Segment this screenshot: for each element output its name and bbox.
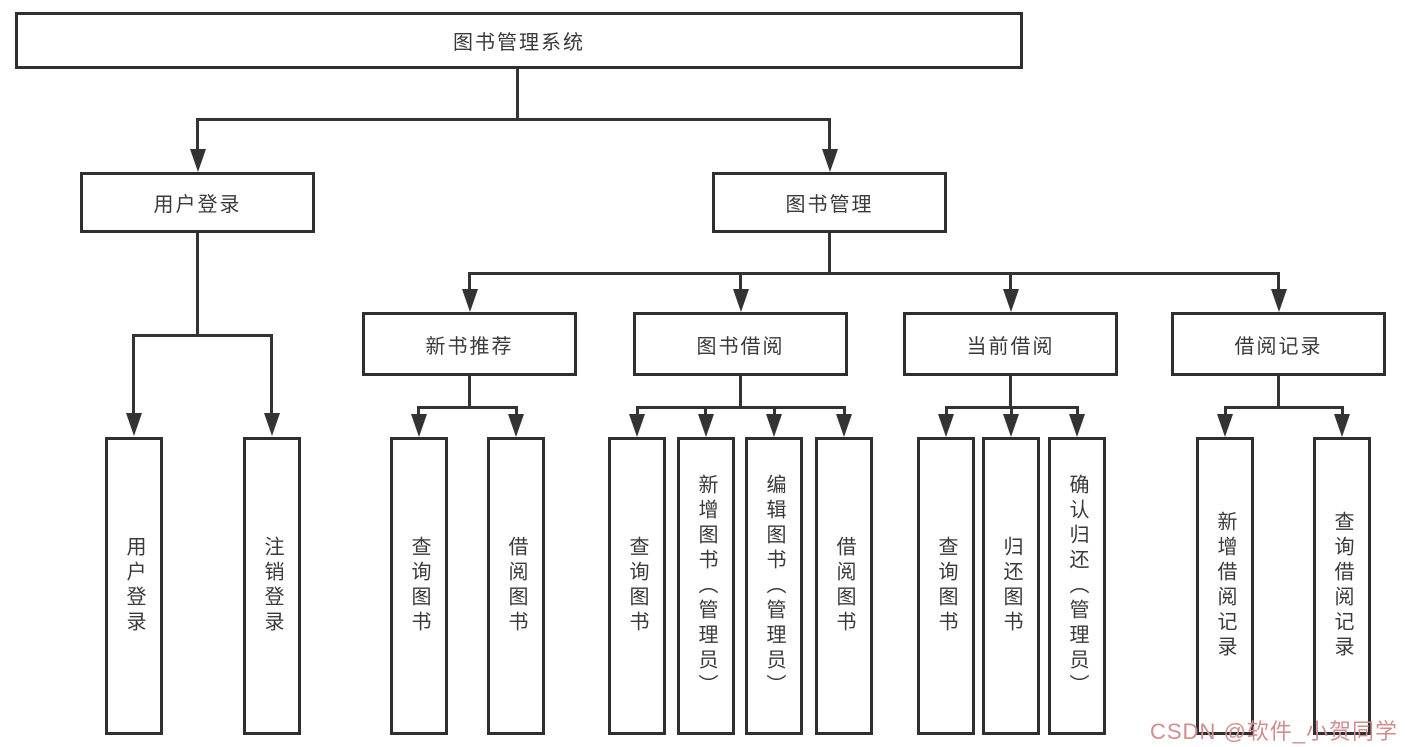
arrow-down-icon [733,289,749,312]
leaf-recommend-borrow-books: 借阅图书 [487,437,545,735]
connector-books-drop [828,118,831,152]
node-current-borrow-label: 当前借阅 [966,335,1055,358]
leaf-current-query-books: 查询图书 [917,437,975,735]
arrow-down-icon [1003,414,1019,437]
leaf-current-confirm-return-admin: 确认归还（管理员） [1048,437,1106,735]
leaf-logout: 注销登录 [243,437,301,735]
arrow-down-icon [836,414,852,437]
node-book-borrow-label: 图书借阅 [696,335,785,358]
arrow-down-icon [766,414,782,437]
arrow-down-icon [938,414,954,437]
arrow-down-icon [822,149,838,172]
leaf-label: 归还图书 [1000,536,1022,636]
connector-borrow-stem [739,376,742,409]
node-borrow-records: 借阅记录 [1171,312,1386,376]
node-book-borrow: 图书借阅 [633,312,848,376]
leaf-borrow-borrow-books: 借阅图书 [815,437,873,735]
connector-leaf-drop [515,406,518,416]
arrow-down-icon [1069,414,1085,437]
leaf-label: 查询图书 [626,536,648,636]
arrow-down-icon [1334,414,1350,437]
node-new-book-recommend-label: 新书推荐 [425,335,514,358]
node-user-login-label: 用户登录 [153,194,242,216]
connector-leaf-drop [1010,406,1013,416]
connector-leaf-drop [1341,406,1344,416]
node-root-system: 图书管理系统 [15,12,1023,69]
connector-current-stem [1009,376,1012,409]
node-new-book-recommend: 新书推荐 [362,312,577,376]
arrow-down-icon [190,149,206,172]
leaf-label: 新增借阅记录 [1214,511,1236,661]
leaf-label: 确认归还（管理员） [1066,473,1088,699]
node-current-borrow: 当前借阅 [903,312,1118,376]
connector-user-drop [196,118,199,152]
arrow-down-icon [126,413,142,436]
leaf-label: 查询图书 [935,536,957,636]
arrow-down-icon [411,414,427,437]
node-book-management: 图书管理 [712,172,947,233]
leaf-user-login: 用户登录 [105,437,163,735]
arrow-down-icon [508,414,524,437]
connector-root-bar [196,118,831,121]
connector-leaf-drop [1224,406,1227,416]
connector-borrow-drop [739,272,742,292]
node-user-login: 用户登录 [80,172,315,233]
csdn-watermark: CSDN @软件_小贺同学 [1150,719,1399,744]
connector-user-stem [196,233,199,337]
leaf-label: 查询借阅记录 [1331,511,1353,661]
arrow-down-icon [1217,414,1233,437]
node-borrow-records-label: 借阅记录 [1234,335,1323,358]
connector-user-leaf2-drop [270,334,273,414]
connector-records-bar [1224,406,1344,409]
leaf-user-login-label: 用户登录 [123,536,145,636]
connector-recommend-drop [468,272,471,292]
leaf-logout-label: 注销登录 [261,536,283,636]
connector-leaf-drop [636,406,639,416]
leaf-borrow-query-books: 查询图书 [608,437,666,735]
arrow-down-icon [698,414,714,437]
connector-root-stem [516,68,519,121]
connector-leaf-drop [843,406,846,416]
leaf-borrow-add-books-admin: 新增图书（管理员） [677,437,735,735]
connector-user-leaf1-drop [132,334,135,414]
leaf-label: 编辑图书（管理员） [763,473,785,699]
connector-recommend-stem [468,376,471,409]
connector-records-stem [1277,376,1280,409]
node-root-label: 图书管理系统 [453,32,585,54]
leaf-records-query-record: 查询借阅记录 [1313,437,1371,735]
leaf-label: 查询图书 [408,536,430,636]
connector-recommend-bar [417,406,518,409]
connector-leaf-drop [773,406,776,416]
leaf-label: 新增图书（管理员） [695,473,717,699]
connector-leaf-drop [417,406,420,416]
connector-books-bar [468,272,1280,275]
arrow-down-icon [462,289,478,312]
leaf-borrow-edit-books-admin: 编辑图书（管理员） [745,437,803,735]
connector-leaf-drop [1076,406,1079,416]
leaf-records-add-record: 新增借阅记录 [1196,437,1254,735]
connector-records-drop [1277,272,1280,292]
leaf-label: 借阅图书 [505,536,527,636]
arrow-down-icon [629,414,645,437]
leaf-current-return-books: 归还图书 [982,437,1040,735]
node-book-management-label: 图书管理 [785,194,874,216]
arrow-down-icon [1271,289,1287,312]
connector-leaf-drop [945,406,948,416]
connector-books-stem [828,233,831,275]
connector-borrow-bar [636,406,846,409]
leaf-label: 借阅图书 [833,536,855,636]
connector-user-bar [132,334,273,337]
arrow-down-icon [264,413,280,436]
connector-current-drop [1009,272,1012,292]
arrow-down-icon [1003,289,1019,312]
connector-leaf-drop [704,406,707,416]
leaf-recommend-query-books: 查询图书 [390,437,448,735]
